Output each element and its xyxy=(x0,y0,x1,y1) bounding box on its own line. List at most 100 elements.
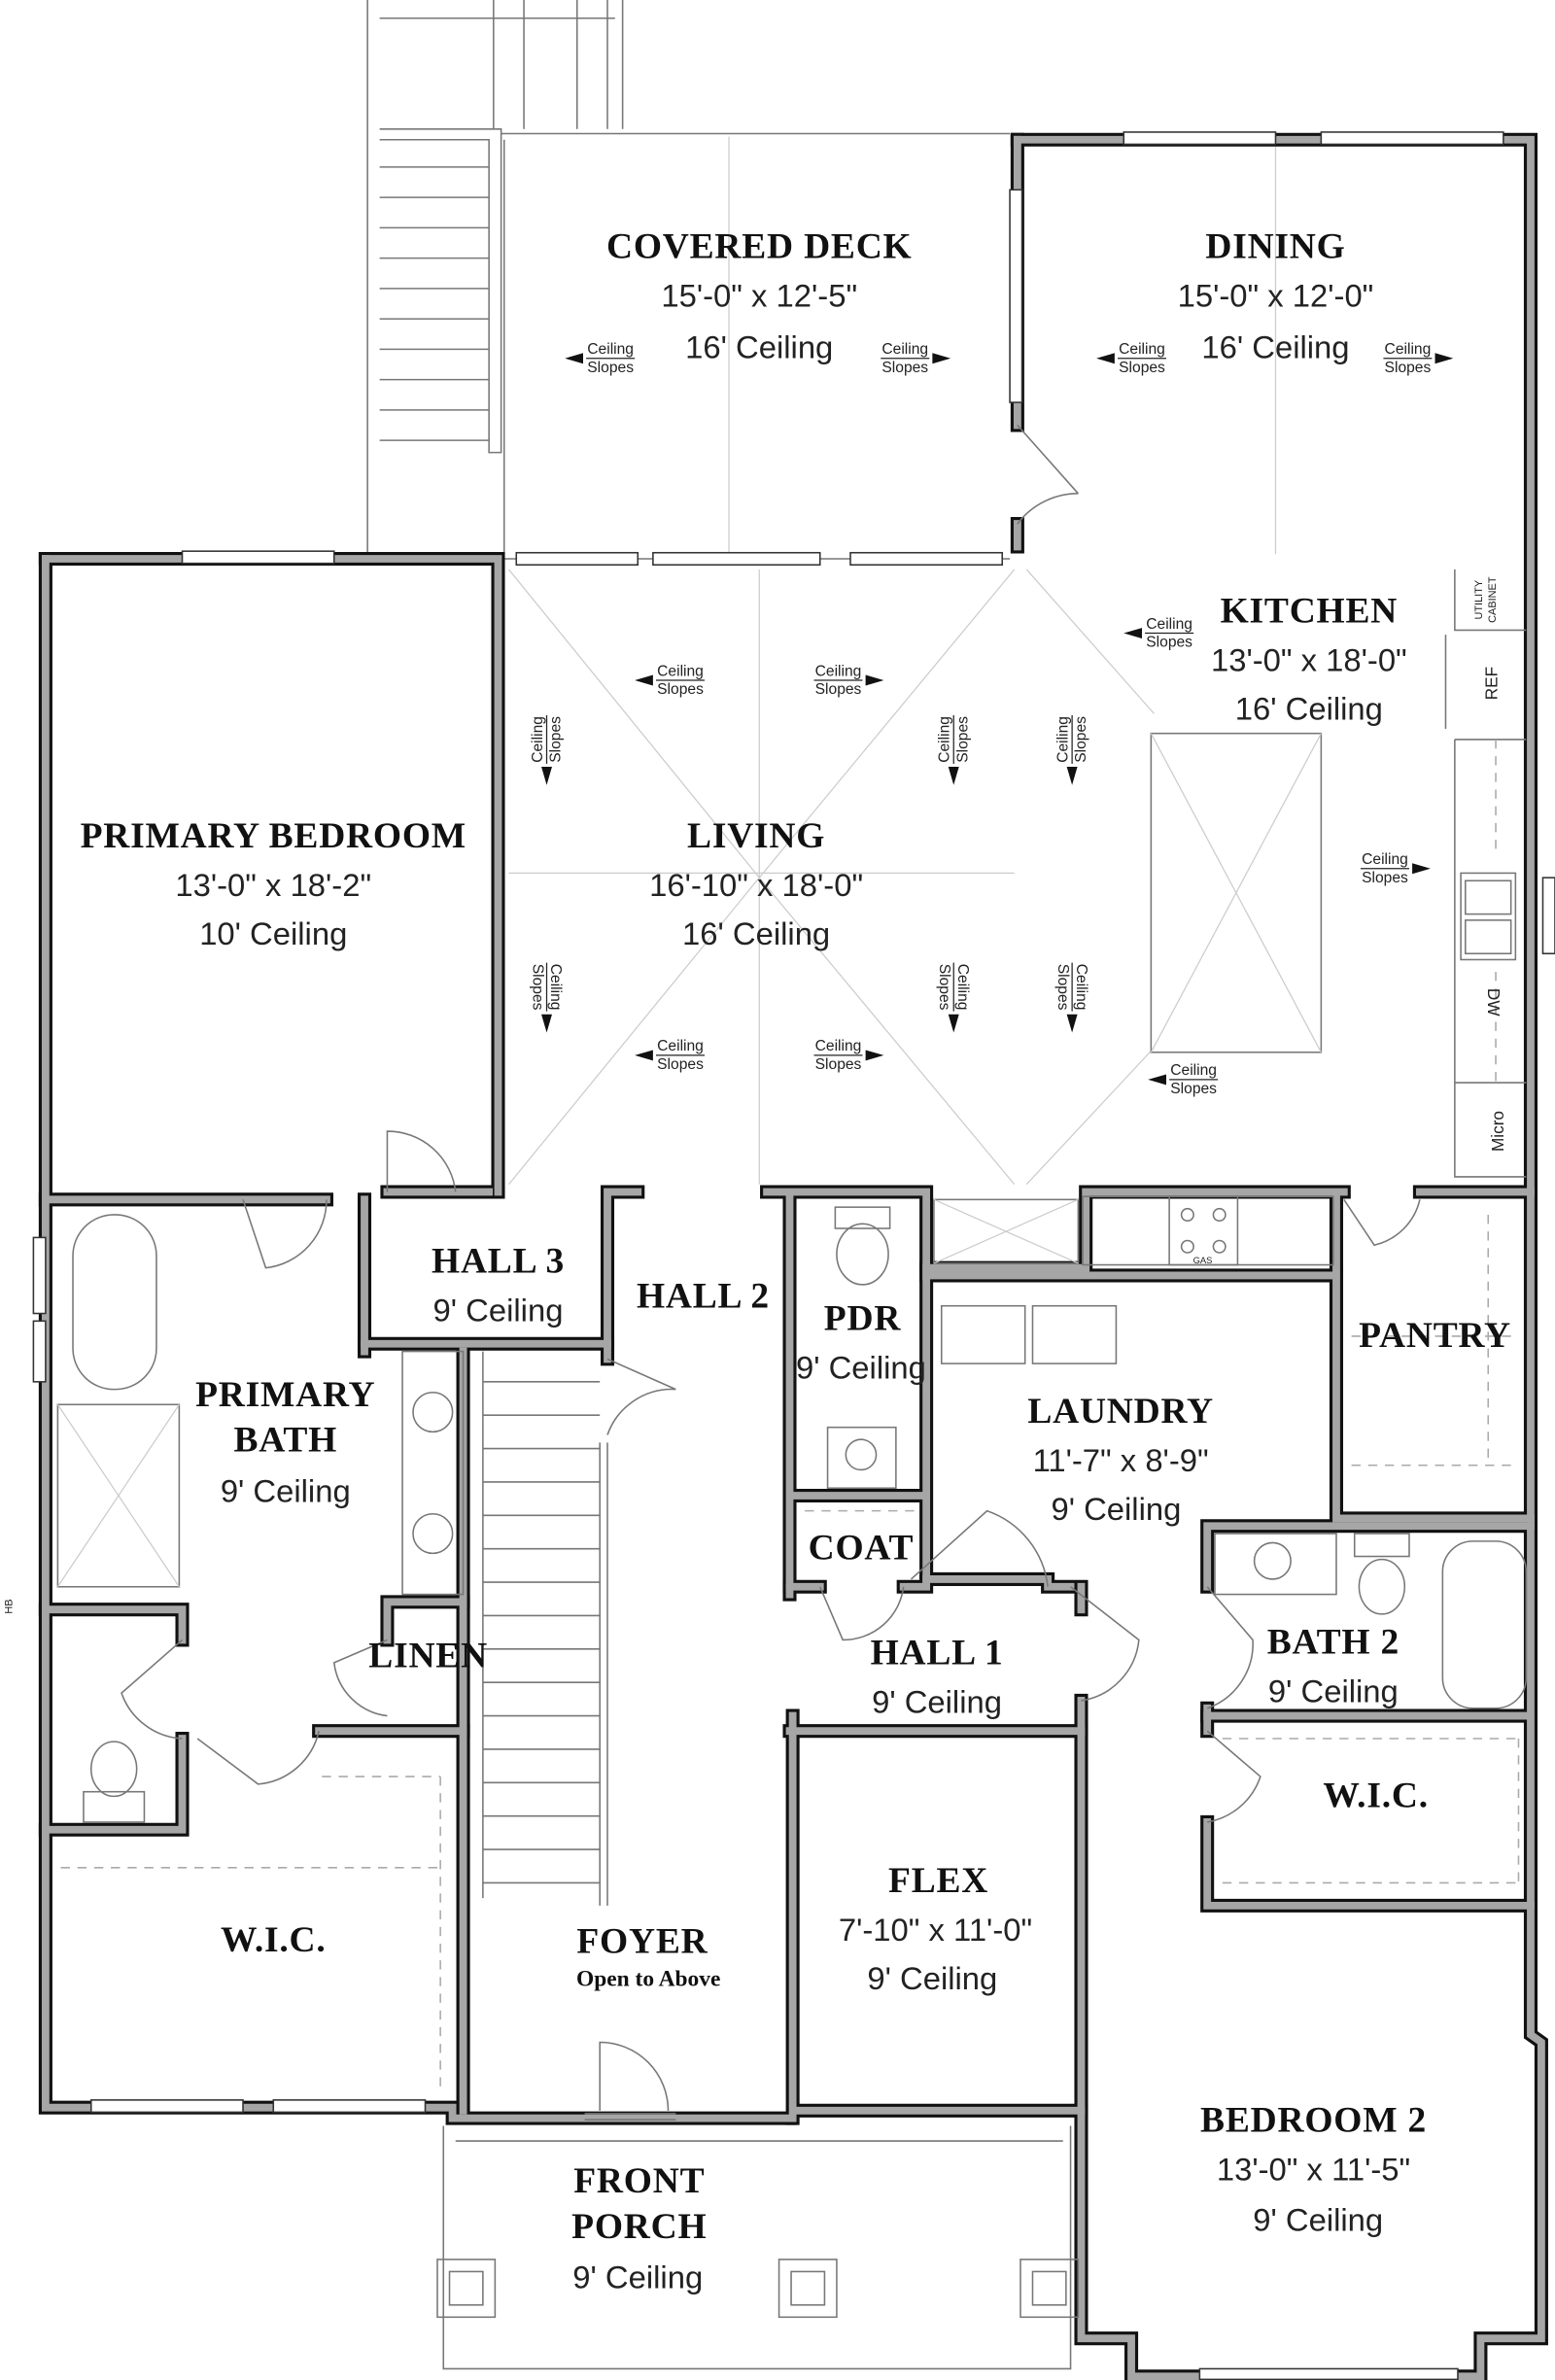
room-ceiling: 9' Ceiling xyxy=(572,2259,703,2295)
room-name: COAT xyxy=(809,1529,915,1569)
wall-fill xyxy=(922,1188,1535,1272)
wall-fill xyxy=(41,1188,494,1204)
slope-arrow-icon xyxy=(1066,1014,1078,1033)
room-foyer: FOYER Open to Above xyxy=(576,1921,720,1991)
room-ceiling: 16' Ceiling xyxy=(1235,691,1383,727)
microwave-label: Micro xyxy=(1488,1111,1507,1152)
room-ceiling: 16' Ceiling xyxy=(685,329,833,365)
slope-label-line2: Slopes xyxy=(881,360,928,376)
room-name: BATH 2 xyxy=(1267,1623,1400,1663)
room-living: LIVING 16'-10" x 18'-0" 16' Ceiling xyxy=(649,816,863,951)
slope-arrow-icon xyxy=(635,674,653,686)
room-primary-bedroom: PRIMARY BEDROOM 13'-0" x 18'-2" 10' Ceil… xyxy=(81,816,466,951)
bath-fixtures xyxy=(56,1206,1528,1823)
room-name: HALL 2 xyxy=(637,1276,770,1316)
slope-label-line2: Slopes xyxy=(548,716,565,763)
wall-fill xyxy=(361,1188,642,1348)
room-size: 15'-0" x 12'-0" xyxy=(1178,278,1374,314)
room-ceiling: 9' Ceiling xyxy=(221,1472,351,1508)
slope-label-line2: Slopes xyxy=(815,681,862,698)
room-name: HALL 1 xyxy=(871,1633,1004,1673)
wall-fill xyxy=(1077,1522,1545,2380)
room-name: LINEN xyxy=(368,1637,488,1676)
wall-fill xyxy=(1203,1522,1535,1910)
slope-label-line1: Ceiling xyxy=(1362,851,1408,868)
room-wic-left: W.I.C. xyxy=(221,1920,326,1960)
room-pdr: PDR 9' Ceiling xyxy=(796,1299,926,1386)
fixture-labels: UTILITY CABINET REF DW Micro GAS HB xyxy=(4,576,1507,1613)
slope-label-line1: Ceiling xyxy=(657,1038,704,1054)
room-name: PANTRY xyxy=(1359,1316,1511,1356)
gas-label: GAS xyxy=(1193,1256,1213,1265)
room-size: 15'-0" x 12'-5" xyxy=(661,278,857,314)
slope-label-line1: Ceiling xyxy=(954,964,971,1011)
room-wic-right: W.I.C. xyxy=(1323,1776,1429,1815)
wall-fill xyxy=(785,1575,1086,1614)
room-ceiling: 10' Ceiling xyxy=(199,915,347,951)
slope-label-line2: Slopes xyxy=(1054,964,1071,1011)
slope-label-line1: Ceiling xyxy=(1385,341,1432,358)
room-name: W.I.C. xyxy=(1323,1776,1429,1815)
room-name: HALL 3 xyxy=(432,1241,565,1281)
slope-label-line2: Slopes xyxy=(529,964,545,1011)
room-name: PDR xyxy=(824,1299,902,1339)
slope-label-line1: Ceiling xyxy=(1119,341,1165,358)
slope-label-line2: Slopes xyxy=(1146,635,1192,651)
kitchen-casework xyxy=(933,569,1527,1266)
room-primary-bath: PRIMARY BATH 9' Ceiling xyxy=(195,1375,375,1508)
room-name: FLEX xyxy=(888,1861,988,1901)
room-note: Open to Above xyxy=(576,1967,720,1992)
utility-cabinet-label-2: CABINET xyxy=(1487,576,1499,623)
room-name-line1: FRONT xyxy=(573,2161,705,2201)
room-size: 7'-10" x 11'-0" xyxy=(839,1912,1032,1948)
room-name: KITCHEN xyxy=(1221,592,1399,632)
room-bath-2: BATH 2 9' Ceiling xyxy=(1267,1623,1400,1709)
interior-stair xyxy=(482,1351,608,1906)
wall-fill xyxy=(315,1598,467,1736)
slope-label-line2: Slopes xyxy=(1119,360,1165,376)
slope-label-line1: Ceiling xyxy=(657,663,704,679)
slope-arrow-icon xyxy=(1412,863,1431,875)
slope-arrow-icon xyxy=(1123,628,1142,639)
room-name: COVERED DECK xyxy=(606,227,912,267)
slope-arrow-icon xyxy=(1434,353,1454,364)
slope-label-line2: Slopes xyxy=(1170,1081,1217,1097)
slope-arrow-icon xyxy=(865,674,884,686)
wall-segment xyxy=(919,1185,1538,1275)
hose-bib-label: HB xyxy=(4,1599,16,1613)
room-ceiling: 9' Ceiling xyxy=(1051,1491,1181,1527)
room-size: 11'-7" x 8'-9" xyxy=(1033,1442,1209,1478)
room-bedroom-2: BEDROOM 2 13'-0" x 11'-5" 9' Ceiling xyxy=(1200,2101,1426,2238)
slope-label-line2: Slopes xyxy=(657,681,704,698)
room-hall-2: HALL 2 xyxy=(637,1276,770,1316)
wall-fill xyxy=(785,1711,1086,2122)
slope-label-line2: Slopes xyxy=(936,964,952,1011)
slope-label-line1: Ceiling xyxy=(1054,716,1071,763)
slope-arrow-icon xyxy=(635,1050,653,1061)
room-name-line2: PORCH xyxy=(571,2207,707,2247)
room-name: PRIMARY BEDROOM xyxy=(81,816,466,856)
slope-label-line2: Slopes xyxy=(587,360,634,376)
room-laundry: LAUNDRY 11'-7" x 8'-9" 9' Ceiling xyxy=(1027,1392,1213,1527)
room-covered-deck: COVERED DECK 15'-0" x 12'-5" 16' Ceiling xyxy=(606,227,912,365)
walls xyxy=(38,132,1548,2380)
slope-arrow-icon xyxy=(565,353,584,364)
slope-label-line2: Slopes xyxy=(1073,716,1089,763)
wall-fill xyxy=(922,1271,1535,1523)
slope-label-line2: Slopes xyxy=(954,716,971,763)
slope-label-line1: Ceiling xyxy=(530,716,546,763)
wall-fill xyxy=(763,1188,931,1599)
slope-arrow-icon xyxy=(865,1050,884,1061)
room-front-porch: FRONT PORCH 9' Ceiling xyxy=(571,2161,707,2295)
dishwasher-label: DW xyxy=(1484,988,1503,1017)
